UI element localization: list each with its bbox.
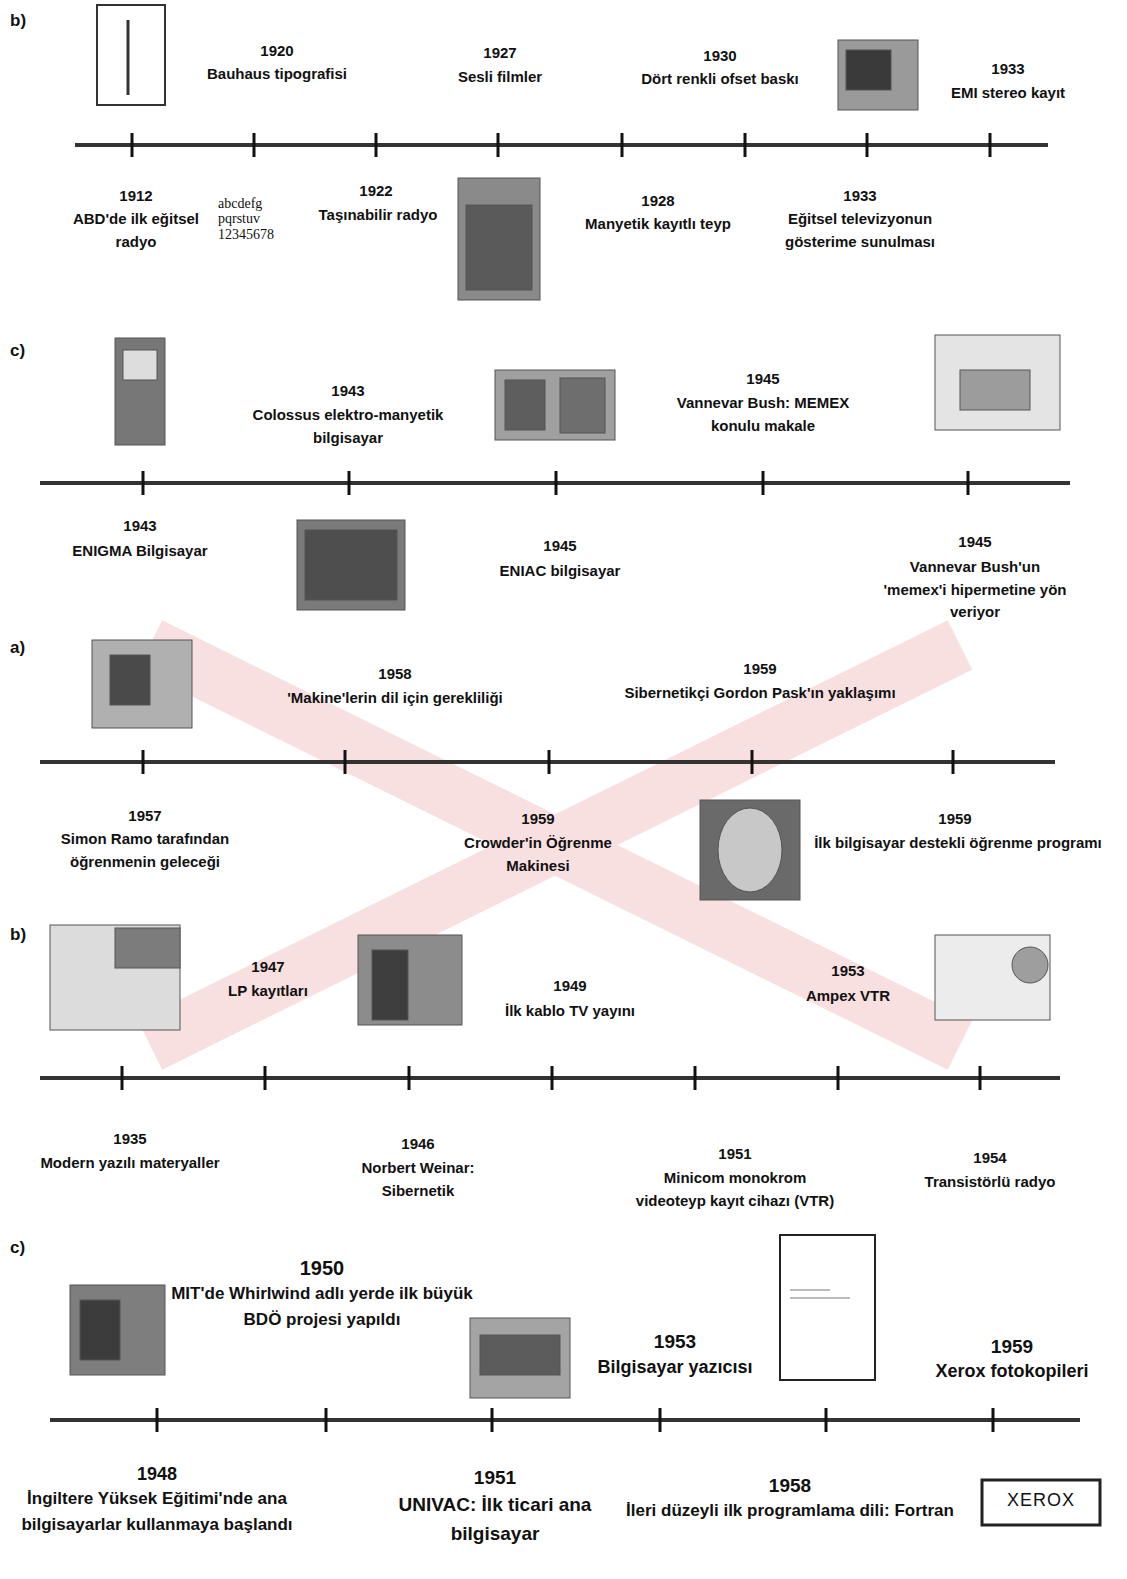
section-letter: b) [10, 922, 50, 948]
event-label: ENIAC bilgisayar [460, 560, 660, 583]
event-label: Vannevar Bush'un 'memex'i hipermetine yö… [883, 556, 1068, 624]
event-label: Eğitsel televizyonun gösterime sunulması [760, 208, 960, 253]
timeline-axis [40, 145, 1080, 1420]
year-label: 1920 [237, 40, 317, 63]
year-label: 1951 [450, 1464, 540, 1493]
year-label: 1958 [745, 1472, 835, 1501]
event-label: Simon Ramo tarafından öğrenmenin geleceğ… [30, 828, 260, 873]
year-label: 1957 [105, 805, 185, 828]
event-label: MIT'de Whirlwind adlı yerde ilk büyük BD… [157, 1281, 487, 1332]
event-label: Sibernetikçi Gordon Pask'ın yaklaşımı [570, 682, 950, 705]
year-label: 1933 [968, 58, 1048, 81]
year-label: 1959 [915, 808, 995, 831]
year-label: 1954 [950, 1147, 1030, 1170]
tick-marks [122, 133, 993, 1432]
event-label: UNIVAC: İlk ticari ana bilgisayar [390, 1491, 600, 1548]
year-label: 1933 [820, 185, 900, 208]
event-label: Ampex VTR [773, 985, 923, 1008]
event-label: ABD'de ilk eğitsel radyo [59, 208, 214, 253]
year-label: 1949 [530, 975, 610, 998]
event-label: Dört renkli ofset baskı [613, 68, 828, 91]
event-label: Colossus elektro-manyetik bilgisayar [223, 404, 473, 449]
event-label: Transistörlü radyo [900, 1171, 1080, 1194]
event-label: Norbert Weinar: Sibernetik [333, 1157, 503, 1202]
event-label: İlk bilgisayar destekli öğrenme programı [808, 832, 1108, 855]
event-label: Xerox fotokopileri [922, 1358, 1102, 1385]
event-label: İngiltere Yüksek Eğitimi'nde ana bilgisa… [7, 1486, 307, 1537]
year-label: 1950 [277, 1253, 367, 1283]
event-label: Sesli filmler [415, 66, 585, 89]
year-label: 1912 [96, 185, 176, 208]
year-label: 1951 [695, 1143, 775, 1166]
year-label: 1958 [355, 663, 435, 686]
year-label: 1953 [808, 960, 888, 983]
section-letter: c) [10, 1235, 50, 1261]
event-label: EMI stereo kayıt [928, 82, 1088, 105]
event-label: Vannevar Bush: MEMEX konulu makale [663, 392, 863, 437]
year-label: 1953 [630, 1328, 720, 1357]
event-label: 'Makine'lerin dil için gerekliliği [235, 687, 555, 710]
event-label: Bilgisayar yazıcısı [575, 1354, 775, 1381]
year-label: 1945 [935, 531, 1015, 554]
year-label: 1959 [967, 1333, 1057, 1362]
year-label: 1943 [308, 380, 388, 403]
event-label: İlk kablo TV yayını [470, 1000, 670, 1023]
year-label: 1927 [460, 42, 540, 65]
event-label: Bauhaus tipografisi [172, 63, 382, 86]
event-label: ENIGMA Bilgisayar [40, 540, 240, 563]
section-letter: c) [10, 338, 50, 364]
event-label: LP kayıtları [193, 980, 343, 1003]
year-label: 1946 [378, 1133, 458, 1156]
event-label: Crowder'in Öğrenme Makinesi [438, 832, 638, 877]
event-label: Manyetik kayıtlı teyp [558, 213, 758, 236]
logo-text: XEROX [986, 1490, 1096, 1512]
year-label: 1959 [720, 658, 800, 681]
year-label: 1930 [680, 45, 760, 68]
section-letter: b) [10, 8, 50, 34]
photo-illustrations [50, 5, 1100, 1525]
sample-text: abcdefg pqrstuv 12345678 [218, 196, 293, 242]
year-label: 1948 [112, 1461, 202, 1488]
year-label: 1945 [520, 535, 600, 558]
event-label: Taşınabilir radyo [303, 204, 453, 227]
event-label: Modern yazılı materyaller [5, 1152, 255, 1175]
event-label: Minicom monokrom videoteyp kayıt cihazı … [630, 1167, 840, 1212]
year-label: 1928 [618, 190, 698, 213]
year-label: 1959 [498, 808, 578, 831]
year-label: 1935 [90, 1128, 170, 1151]
year-label: 1947 [228, 956, 308, 979]
event-label: İleri düzeyli ilk programlama dili: Fort… [615, 1498, 965, 1524]
year-label: 1943 [100, 515, 180, 538]
section-letter: a) [10, 635, 50, 661]
year-label: 1922 [336, 180, 416, 203]
year-label: 1945 [723, 368, 803, 391]
